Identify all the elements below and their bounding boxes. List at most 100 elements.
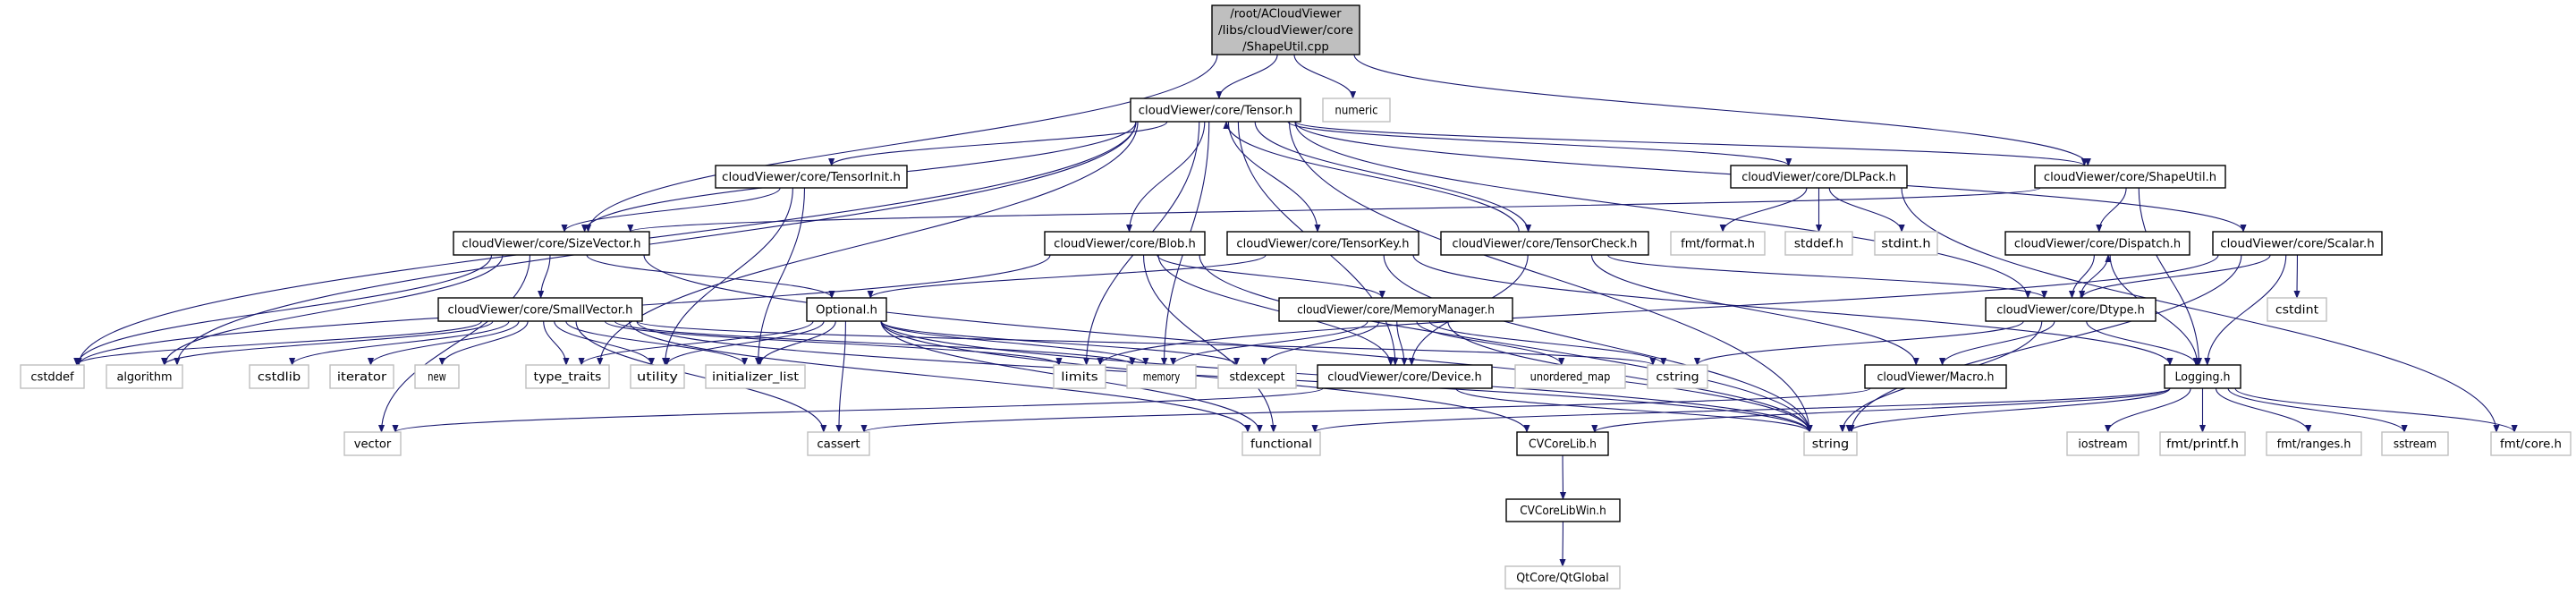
node-label: cassert bbox=[817, 438, 860, 452]
edge-device-to-string bbox=[1455, 387, 1813, 433]
node-label: cstring bbox=[1656, 371, 1699, 385]
node-root[interactable]: /root/ACloudViewer/libs/cloudViewer/core… bbox=[1211, 4, 1360, 55]
edge-blob-to-memorymanager bbox=[1157, 254, 1385, 299]
edge-optional-to-initializer_list bbox=[757, 320, 836, 366]
edge-sizevector-to-vector bbox=[377, 254, 531, 433]
node-dlpack[interactable]: cloudViewer/core/DLPack.h bbox=[1730, 165, 1908, 189]
edge-sizevector-to-optional bbox=[586, 254, 835, 299]
node-tensorinit[interactable]: cloudViewer/core/TensorInit.h bbox=[715, 165, 908, 189]
edge-logging-to-sstream bbox=[2227, 387, 2408, 433]
node-box bbox=[1730, 165, 1908, 189]
node-blob[interactable]: cloudViewer/core/Blob.h bbox=[1044, 231, 1206, 256]
node-memorymanager[interactable]: cloudViewer/core/MemoryManager.h bbox=[1278, 297, 1513, 322]
node-label: cloudViewer/core/TensorInit.h bbox=[722, 171, 901, 184]
node-box bbox=[1126, 364, 1197, 389]
node-label: cstdint bbox=[2275, 304, 2318, 318]
node-label: fmt/core.h bbox=[2500, 438, 2562, 452]
edge-sizevector-to-string bbox=[643, 254, 1813, 433]
node-unordered_map: unordered_map bbox=[1514, 364, 1626, 389]
edge-device-to-vector bbox=[392, 387, 1324, 433]
node-label: cloudViewer/core/MemoryManager.h bbox=[1297, 304, 1495, 318]
nodes-layer: /root/ACloudViewer/libs/cloudViewer/core… bbox=[20, 4, 2572, 590]
node-label: sstream bbox=[2394, 438, 2436, 452]
node-box bbox=[1217, 364, 1297, 389]
node-label: iostream bbox=[2078, 438, 2127, 452]
edge-tensor-to-tensorkey bbox=[1227, 121, 1321, 233]
node-label: stddef.h bbox=[1794, 238, 1843, 251]
node-tensorkey[interactable]: cloudViewer/core/TensorKey.h bbox=[1226, 231, 1419, 256]
edge-tensor-to-string bbox=[1288, 121, 1813, 433]
edge-scalar-to-string bbox=[1848, 254, 2242, 433]
node-box bbox=[343, 431, 402, 456]
node-cstdint: cstdint bbox=[2267, 297, 2327, 322]
edge-blob-to-functional bbox=[1142, 254, 1277, 433]
edge-tensorkey-to-logging bbox=[1412, 254, 2174, 366]
node-box bbox=[2066, 431, 2140, 456]
edge-tensor-to-dtype bbox=[1294, 121, 2031, 299]
node-label: fmt/ranges.h bbox=[2277, 438, 2351, 452]
edge-smallvector-to-memory bbox=[614, 320, 1136, 366]
edge-memorymanager-to-device bbox=[1396, 320, 1408, 366]
edge-dtype-to-cstring bbox=[1694, 320, 2024, 366]
node-shapeutil[interactable]: cloudViewer/core/ShapeUtil.h bbox=[2034, 165, 2226, 189]
node-smallvector[interactable]: cloudViewer/core/SmallVector.h bbox=[437, 297, 643, 322]
node-box bbox=[2267, 297, 2327, 322]
node-box bbox=[329, 364, 394, 389]
edge-logging-to-iostream bbox=[2105, 387, 2191, 433]
node-logging[interactable]: Logging.h bbox=[2164, 364, 2241, 389]
node-label: stdint.h bbox=[1881, 238, 1930, 251]
node-label: cloudViewer/core/Tensor.h bbox=[1139, 105, 1293, 118]
node-box bbox=[106, 364, 183, 389]
edge-shapeutil-to-sizevector bbox=[627, 187, 2041, 233]
edge-memorymanager-to-string bbox=[1447, 320, 1813, 433]
node-dtype[interactable]: cloudViewer/core/Dtype.h bbox=[1985, 297, 2157, 322]
node-box bbox=[2004, 231, 2190, 256]
node-label: unordered_map bbox=[1530, 371, 1611, 385]
edge-root-to-tensor bbox=[1216, 54, 1278, 99]
node-dispatch[interactable]: cloudViewer/core/Dispatch.h bbox=[2004, 231, 2190, 256]
node-tensor[interactable]: cloudViewer/core/Tensor.h bbox=[1130, 98, 1301, 123]
node-iostream: iostream bbox=[2066, 431, 2140, 456]
node-box bbox=[1317, 364, 1493, 389]
node-optional[interactable]: Optional.h bbox=[806, 297, 887, 322]
node-box bbox=[715, 165, 908, 189]
node-label: cloudViewer/core/Device.h bbox=[1327, 371, 1482, 385]
node-box bbox=[437, 297, 643, 322]
edge-sizevector-to-cstddef bbox=[73, 254, 493, 366]
node-cstddef: cstddef bbox=[20, 364, 85, 389]
node-label: string bbox=[1812, 438, 1849, 452]
node-sizevector[interactable]: cloudViewer/core/SizeVector.h bbox=[453, 231, 650, 256]
node-string: string bbox=[1803, 431, 1858, 456]
node-box bbox=[2490, 431, 2572, 456]
node-cvcorelib[interactable]: CVCoreLib.h bbox=[1516, 431, 1609, 456]
edge-dtype-to-logging bbox=[2086, 320, 2199, 366]
node-label: initializer_list bbox=[712, 371, 799, 385]
edge-tensor-to-shapeutil bbox=[1294, 121, 2088, 166]
edge-memorymanager-to-stdexcept bbox=[1260, 320, 1380, 366]
node-macro[interactable]: cloudViewer/Macro.h bbox=[1864, 364, 2007, 389]
node-label: QtCore/QtGlobal bbox=[1516, 572, 1609, 585]
edge-tensorkey-to-string bbox=[1383, 254, 1813, 433]
edge-memorymanager-to-cstring bbox=[1428, 320, 1667, 366]
node-box bbox=[1226, 231, 1419, 256]
node-cvcorelibwin[interactable]: CVCoreLibWin.h bbox=[1505, 498, 1621, 522]
edge-logging-to-fmtcore bbox=[2234, 387, 2518, 433]
node-box bbox=[705, 364, 806, 389]
node-box bbox=[1516, 431, 1609, 456]
node-tensorcheck[interactable]: cloudViewer/core/TensorCheck.h bbox=[1440, 231, 1649, 256]
node-box bbox=[1514, 364, 1626, 389]
node-stdexcept: stdexcept bbox=[1217, 364, 1297, 389]
node-device[interactable]: cloudViewer/core/Device.h bbox=[1317, 364, 1493, 389]
edge-dtype-to-macro bbox=[1938, 320, 2055, 366]
node-label: cloudViewer/core/Scalar.h bbox=[2220, 238, 2375, 251]
node-fmtprintf: fmt/printf.h bbox=[2159, 431, 2246, 456]
node-label: cloudViewer/core/Dtype.h bbox=[1996, 304, 2145, 318]
edge-tensorcheck-to-dtype bbox=[1607, 254, 2048, 299]
edge-shapeutil-to-dispatch bbox=[2096, 187, 2127, 233]
edge-scalar-to-dtype bbox=[2079, 254, 2271, 299]
edge-smallvector-to-utility bbox=[554, 320, 656, 366]
edge-smallvector-to-limits bbox=[604, 320, 1063, 366]
node-box bbox=[1322, 98, 1391, 123]
node-scalar[interactable]: cloudViewer/core/Scalar.h bbox=[2212, 231, 2383, 256]
node-label: cloudViewer/core/DLPack.h bbox=[1741, 171, 1896, 184]
